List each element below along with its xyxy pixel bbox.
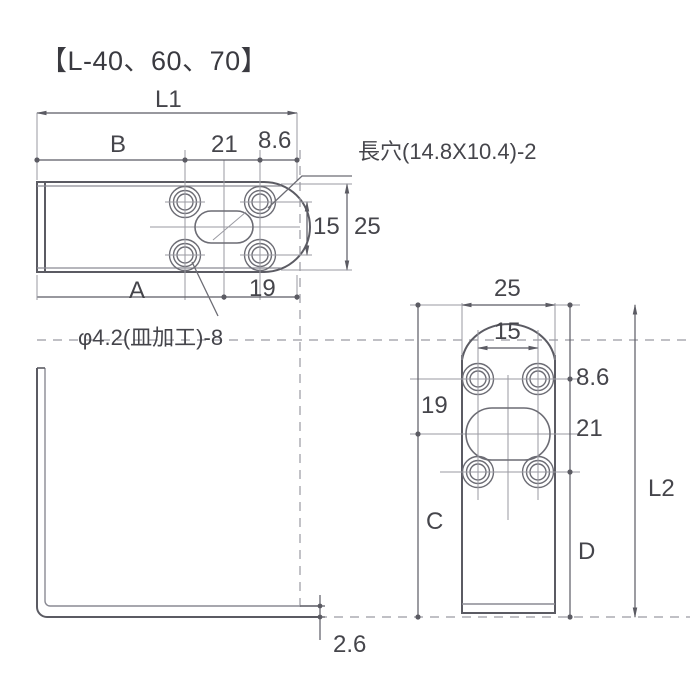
dim-l1-label: L1 <box>155 86 182 113</box>
dim-19-right: 19 <box>421 392 448 419</box>
dim-a-label: A <box>129 277 146 304</box>
note-countersunk-hole: φ4.2(皿加工)-8 <box>78 325 224 350</box>
dim-b-label: B <box>110 131 127 158</box>
dim-21-top: 21 <box>211 131 238 158</box>
dim-c-label: C <box>426 508 444 535</box>
dim-19-top: 19 <box>249 275 276 302</box>
dim-15-right: 15 <box>494 318 521 345</box>
dim-25-top: 25 <box>354 213 381 240</box>
dim-l2-label: L2 <box>648 475 675 502</box>
thickness-dimension <box>300 595 325 640</box>
side-view-geometry <box>36 150 690 618</box>
dim-8-6-right: 8.6 <box>576 364 610 391</box>
dim-2-6-thickness: 2.6 <box>333 631 367 658</box>
note-slot-hole: 長穴(14.8X10.4)-2 <box>358 139 537 164</box>
dim-15-top: 15 <box>313 213 340 240</box>
top-view-dimensions <box>34 110 352 317</box>
right-view-dimensions <box>415 302 638 620</box>
top-view-geometry <box>36 150 311 300</box>
dim-d-label: D <box>578 538 596 565</box>
drawing-title: 【L-40、60、70】 <box>40 46 269 76</box>
dim-25-right: 25 <box>494 275 521 302</box>
dim-8-6-top: 8.6 <box>258 127 292 154</box>
dim-21-right: 21 <box>576 415 603 442</box>
